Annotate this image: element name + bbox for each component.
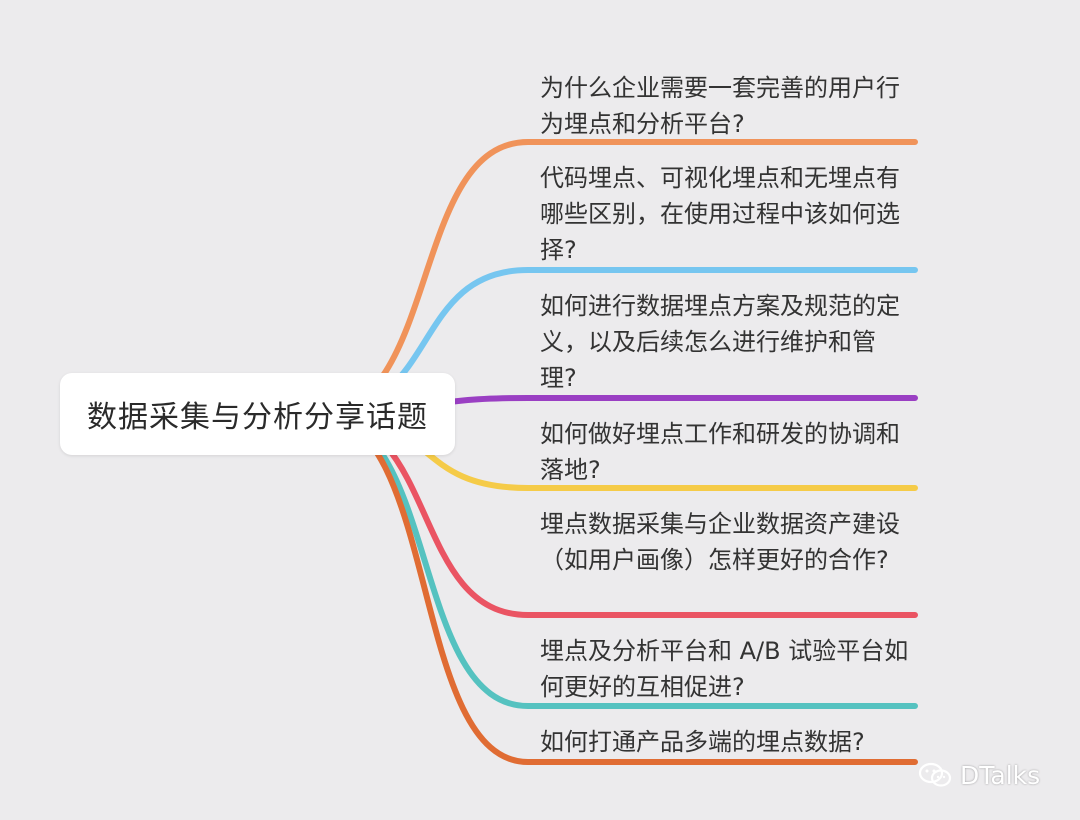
watermark: DTalks [918,757,1040,793]
branch-label-6[interactable]: 埋点及分析平台和 A/B 试验平台如何更好的互相促进? [540,637,909,701]
branch-label-5[interactable]: 埋点数据采集与企业数据资产建设（如用户画像）怎样更好的合作? [540,510,900,574]
branch-label-2[interactable]: 代码埋点、可视化埋点和无埋点有哪些区别，在使用过程中该如何选择? [540,164,900,264]
branch-label-4[interactable]: 如何做好埋点工作和研发的协调和落地? [540,420,900,484]
watermark-text: DTalks [960,760,1041,790]
root-node-label: 数据采集与分析分享话题 [87,400,428,435]
root-node[interactable]: 数据采集与分析分享话题 [60,373,455,455]
wechat-icon [918,762,952,787]
branch-label-1[interactable]: 为什么企业需要一套完善的用户行为埋点和分析平台? [540,74,900,138]
branch-label-7[interactable]: 如何打通产品多端的埋点数据? [540,728,865,756]
branch-label-3[interactable]: 如何进行数据埋点方案及规范的定义，以及后续怎么进行维护和管理? [540,292,900,392]
